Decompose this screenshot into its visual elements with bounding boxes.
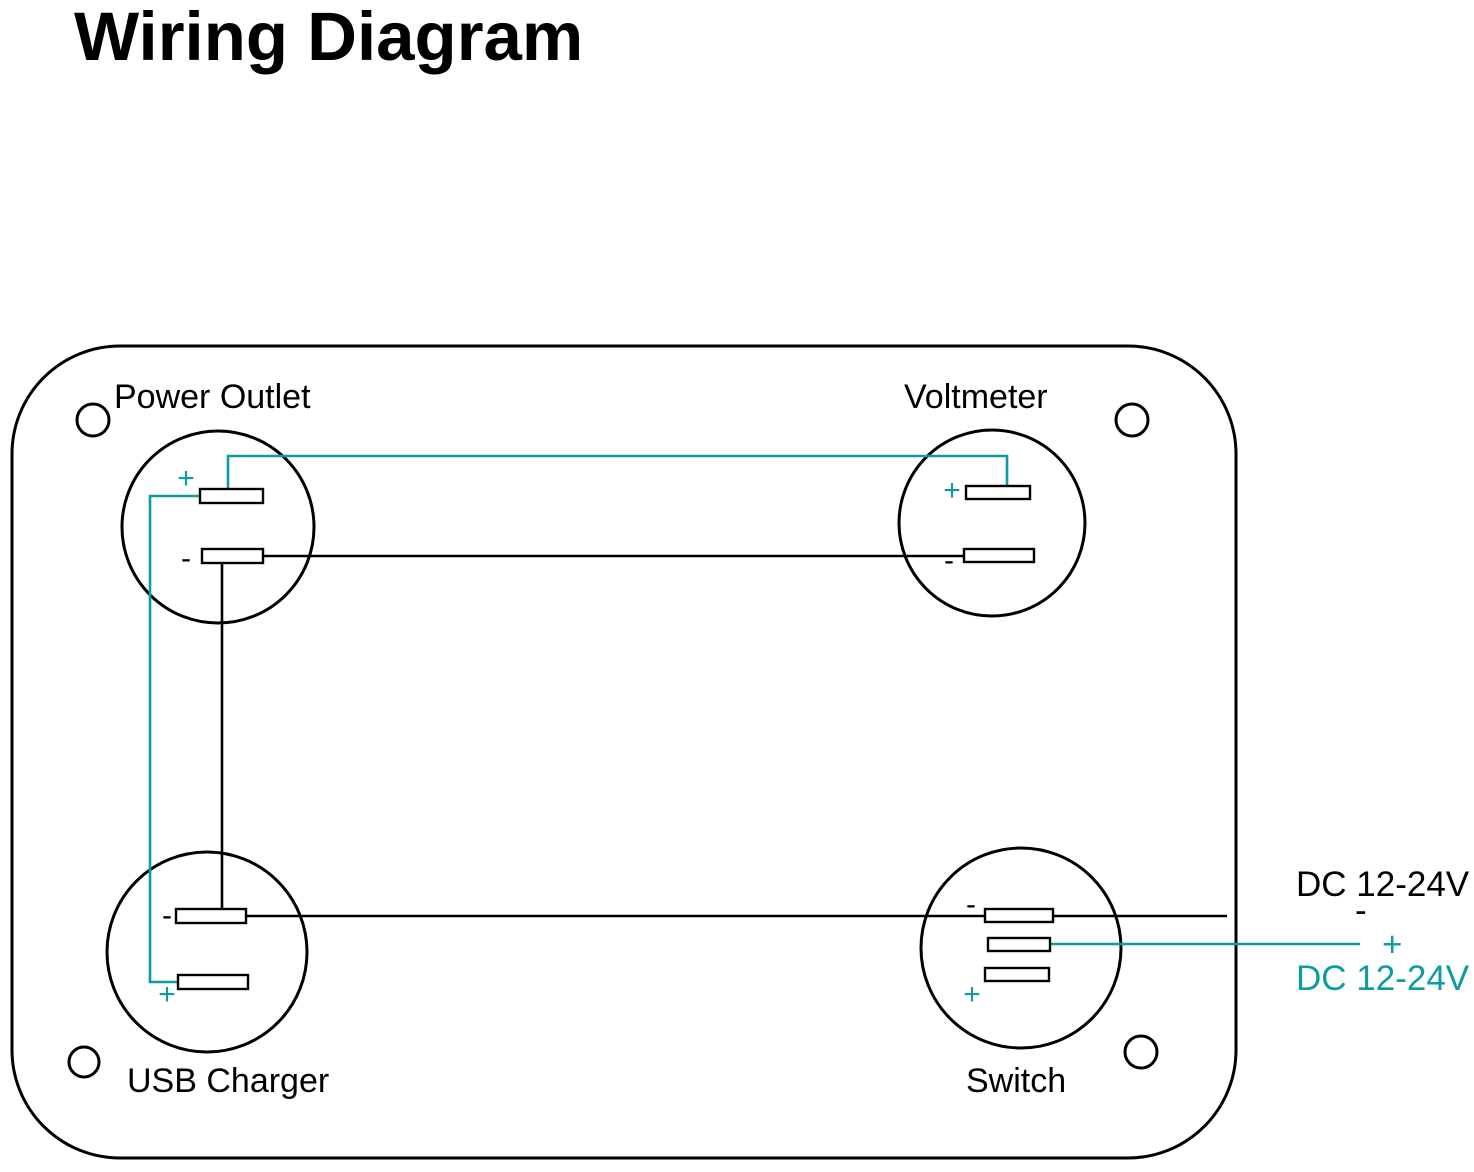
mounting-hole-bottom-left xyxy=(67,1045,101,1079)
voltmeter-negative-sign: - xyxy=(944,544,954,577)
voltmeter-negative-terminal xyxy=(962,547,1036,564)
switch-positive-sign: + xyxy=(963,978,981,1011)
mounting-hole-top-left xyxy=(75,402,111,438)
dc-negative-sign: - xyxy=(1355,891,1367,930)
switch-negative-sign: - xyxy=(966,888,976,921)
wire-positive-outlet-to-voltmeter xyxy=(226,454,1009,492)
usb-charger-label: USB Charger xyxy=(127,1062,329,1100)
dc-positive-label: DC 12-24V xyxy=(1296,959,1470,998)
mounting-hole-top-right xyxy=(1114,402,1150,438)
usb-charger-negative-terminal xyxy=(174,907,248,925)
mounting-hole-bottom-right xyxy=(1123,1034,1159,1070)
usb-charger-negative-sign: - xyxy=(162,899,172,932)
voltmeter-positive-terminal xyxy=(964,484,1032,501)
voltmeter-body xyxy=(897,428,1087,618)
dc-negative-label: DC 12-24V xyxy=(1296,865,1470,904)
power-outlet-negative-sign: - xyxy=(181,542,191,575)
page-title: Wiring Diagram xyxy=(74,0,583,75)
usb-charger-body xyxy=(105,850,309,1054)
usb-charger-positive-terminal xyxy=(176,973,250,991)
switch-positive-terminal xyxy=(983,966,1051,983)
power-outlet-positive-terminal xyxy=(198,487,265,505)
wire-positive-outlet-to-usb xyxy=(148,494,202,984)
power-outlet-positive-sign: + xyxy=(177,462,195,495)
switch-negative-terminal xyxy=(983,907,1055,924)
power-outlet-label: Power Outlet xyxy=(114,378,311,416)
power-outlet-negative-terminal xyxy=(200,547,265,565)
switch-middle-terminal xyxy=(986,936,1052,953)
power-outlet-body xyxy=(120,429,316,625)
dc-positive-sign: + xyxy=(1382,925,1402,964)
voltmeter-positive-sign: + xyxy=(943,474,961,507)
voltmeter-label: Voltmeter xyxy=(904,378,1048,416)
usb-charger-positive-sign: + xyxy=(158,978,176,1011)
switch-label: Switch xyxy=(966,1062,1066,1100)
